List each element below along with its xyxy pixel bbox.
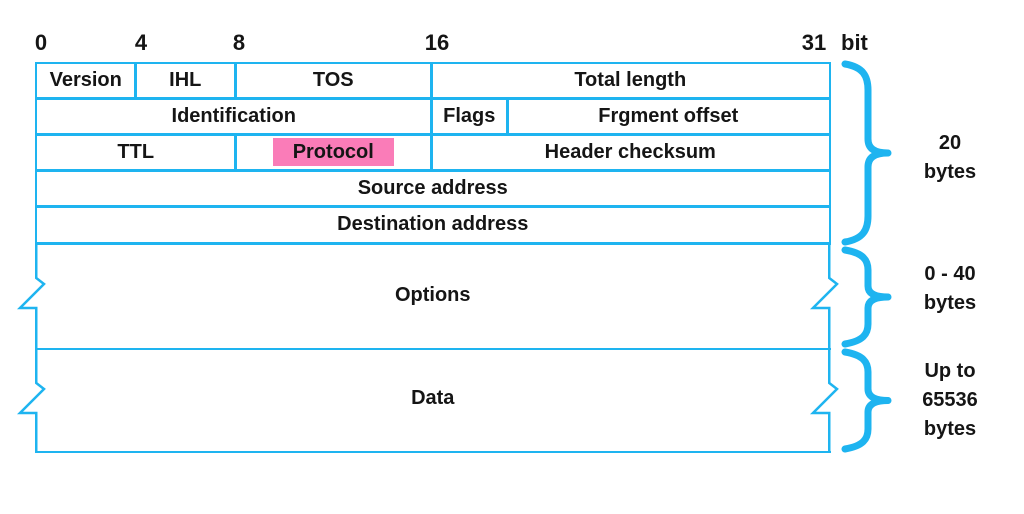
annotation-20-bytes: 20 bytes — [890, 129, 1010, 187]
field-flags: Flags — [430, 97, 509, 136]
brace-data — [841, 348, 892, 453]
field-total-length: Total length — [430, 62, 831, 100]
field-destination-address: Destination address — [35, 205, 831, 245]
field-protocol: Protocol — [234, 133, 433, 172]
annotation-line: bytes — [923, 161, 977, 183]
tear-edge-data-right — [809, 349, 839, 453]
field-version: Version — [35, 62, 137, 100]
field-header-checksum: Header checksum — [430, 133, 831, 172]
annotation-line: Up to — [924, 360, 976, 382]
protocol-highlight: Protocol — [272, 138, 394, 167]
annotation-line: bytes — [923, 292, 977, 314]
annotation-line: 0 - 40 — [924, 263, 976, 285]
field-data: Data — [35, 347, 831, 453]
bit-tick-4: 4 — [134, 30, 148, 55]
annotation-up-to-65536-bytes: Up to 65536 bytes — [890, 357, 1010, 444]
annotation-0-40-bytes: 0 - 40 bytes — [890, 260, 1010, 318]
field-ihl: IHL — [134, 62, 237, 100]
field-fragment-offset: Frgment offset — [506, 97, 831, 136]
tear-edge-options-right — [809, 242, 839, 350]
annotation-line: 65536 — [922, 389, 978, 411]
field-options: Options — [35, 242, 831, 350]
bit-tick-31: 31 — [801, 30, 827, 55]
bit-tick-0: 0 — [34, 30, 48, 55]
tear-edge-options-left — [16, 242, 46, 350]
bit-tick-16: 16 — [424, 30, 450, 55]
field-ttl: TTL — [35, 133, 237, 172]
annotation-line: 20 — [938, 132, 962, 154]
bit-unit-label: bit — [841, 30, 868, 55]
field-tos: TOS — [234, 62, 433, 100]
tear-edge-data-left — [16, 349, 46, 453]
brace-options — [841, 246, 892, 348]
brace-fixed-header — [841, 60, 892, 246]
field-source-address: Source address — [35, 169, 831, 208]
field-identification: Identification — [35, 97, 433, 136]
annotation-line: bytes — [923, 418, 977, 440]
bit-tick-8: 8 — [232, 30, 246, 55]
